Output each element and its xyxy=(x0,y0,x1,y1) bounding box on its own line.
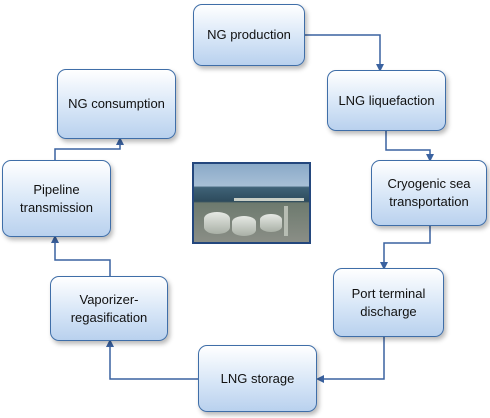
edge-lng-storage-to-vaporizer-regasification xyxy=(106,339,198,380)
edge-vaporizer-regasification-to-pipeline-transmission xyxy=(51,235,111,276)
edge-lng-liquefaction-to-cryogenic-sea-transportation xyxy=(385,131,434,162)
node-pipeline-transmission: Pipeline transmission xyxy=(2,160,111,237)
edge-port-terminal-discharge-to-lng-storage xyxy=(316,337,385,383)
node-port-terminal-discharge: Port terminal discharge xyxy=(333,268,444,337)
edge-ng-production-to-lng-liquefaction xyxy=(305,34,384,72)
edge-pipeline-transmission-to-ng-consumption xyxy=(54,137,124,160)
node-vaporizer-regasification: Vaporizer- regasification xyxy=(50,276,168,341)
node-ng-production: NG production xyxy=(193,4,305,66)
lng-terminal-photo xyxy=(192,162,311,244)
edge-cryogenic-sea-transportation-to-port-terminal-discharge xyxy=(380,226,431,270)
node-lng-storage: LNG storage xyxy=(198,345,317,412)
node-cryogenic-sea-transportation: Cryogenic sea transportation xyxy=(371,160,487,226)
node-ng-consumption: NG consumption xyxy=(57,69,176,139)
node-lng-liquefaction: LNG liquefaction xyxy=(327,70,446,131)
